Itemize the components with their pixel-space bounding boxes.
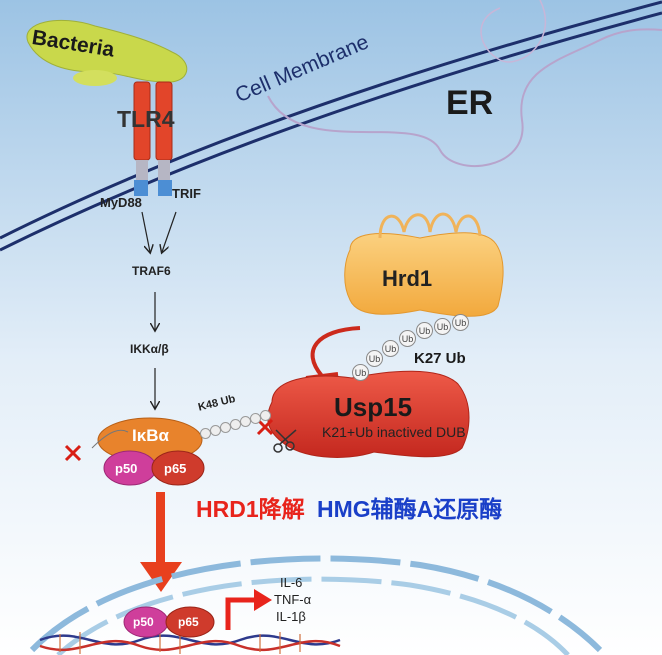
ub-chain-k27: Ub — [399, 330, 416, 347]
hrd1-inhibit-line — [310, 326, 361, 378]
p50-label: p50 — [115, 461, 138, 476]
nuclear-p65-shape — [165, 606, 215, 638]
cell-membrane-outer — [0, 0, 662, 240]
er-label: ER — [446, 84, 494, 122]
usp15-note: K21+Ub inactived DUB — [322, 424, 466, 440]
hrd1-anchor — [378, 212, 482, 239]
ub-chain-k48 — [260, 410, 271, 421]
ub-chain-k27: Ub — [382, 340, 399, 357]
transcription-arrow — [225, 597, 256, 630]
bacteria-blob-2 — [73, 70, 117, 86]
k27-ub-label: K27 Ub — [414, 350, 466, 367]
p65-shape — [151, 450, 205, 486]
dna-strand-2 — [39, 639, 341, 651]
scissors-ring-1 — [273, 443, 283, 453]
er-membrane-2 — [480, 0, 547, 63]
hrd1-label: Hrd1 — [382, 266, 433, 291]
ub-chain-k27: Ub — [366, 350, 383, 367]
tlr4-stem-left — [136, 160, 148, 182]
ikba-degradation-arc — [91, 429, 129, 449]
tlr4-foot-right — [158, 180, 172, 196]
nuclear-p65-label: p65 — [178, 615, 199, 629]
scissors-ring-2 — [285, 441, 295, 451]
nuclear-p50-label: p50 — [133, 615, 154, 629]
caption-part-2: HMG辅酶A还原酶 — [317, 496, 503, 522]
cleavage-x — [256, 418, 274, 436]
caption: HRD1降解 HMG辅酶A还原酶 — [196, 490, 502, 524]
scissors-blade-1 — [279, 429, 297, 445]
ikba-label: IκBα — [132, 426, 169, 445]
tlr4-label: TLR4 — [117, 106, 175, 132]
ub-chain-k27: Ub — [434, 318, 451, 335]
usp15-label: Usp15 — [334, 392, 413, 422]
caption-part-1: HRD1降解 — [196, 496, 305, 522]
arrow-trif-traf6 — [162, 211, 177, 252]
tlr4-foot-left — [134, 180, 148, 196]
dna-rungs — [59, 632, 301, 654]
ikk-label: IKKα/β — [130, 342, 169, 356]
myd88-label: MyD88 — [100, 195, 142, 210]
p65-label: p65 — [164, 461, 187, 476]
traf6-label: TRAF6 — [132, 264, 171, 278]
ikba-cleavage-x — [64, 444, 82, 462]
usp15-shape — [267, 370, 470, 458]
nucleus-envelope-1 — [29, 555, 603, 653]
cytokine-tnfa: TNF-α — [274, 592, 312, 607]
cell-membrane-inner — [0, 11, 662, 252]
arrow-myd88-traf6 — [141, 211, 150, 252]
scissors-blade-2 — [275, 429, 289, 443]
er-membrane — [267, 28, 662, 167]
hrd1-shape — [344, 232, 504, 317]
transcription-arrow-head — [254, 589, 272, 611]
translocation-shaft — [156, 492, 165, 564]
dna-strand-1 — [39, 634, 341, 646]
cytokine-il1b: IL-1β — [276, 609, 306, 624]
ub-chain-k27: Ub — [352, 364, 369, 381]
tlr4-stem-right — [158, 160, 170, 182]
trif-label: TRIF — [172, 186, 201, 201]
ub-chain-k27: Ub — [416, 322, 433, 339]
cytokine-il6: IL-6 — [280, 575, 303, 590]
ub-chain-k27: Ub — [452, 314, 469, 331]
